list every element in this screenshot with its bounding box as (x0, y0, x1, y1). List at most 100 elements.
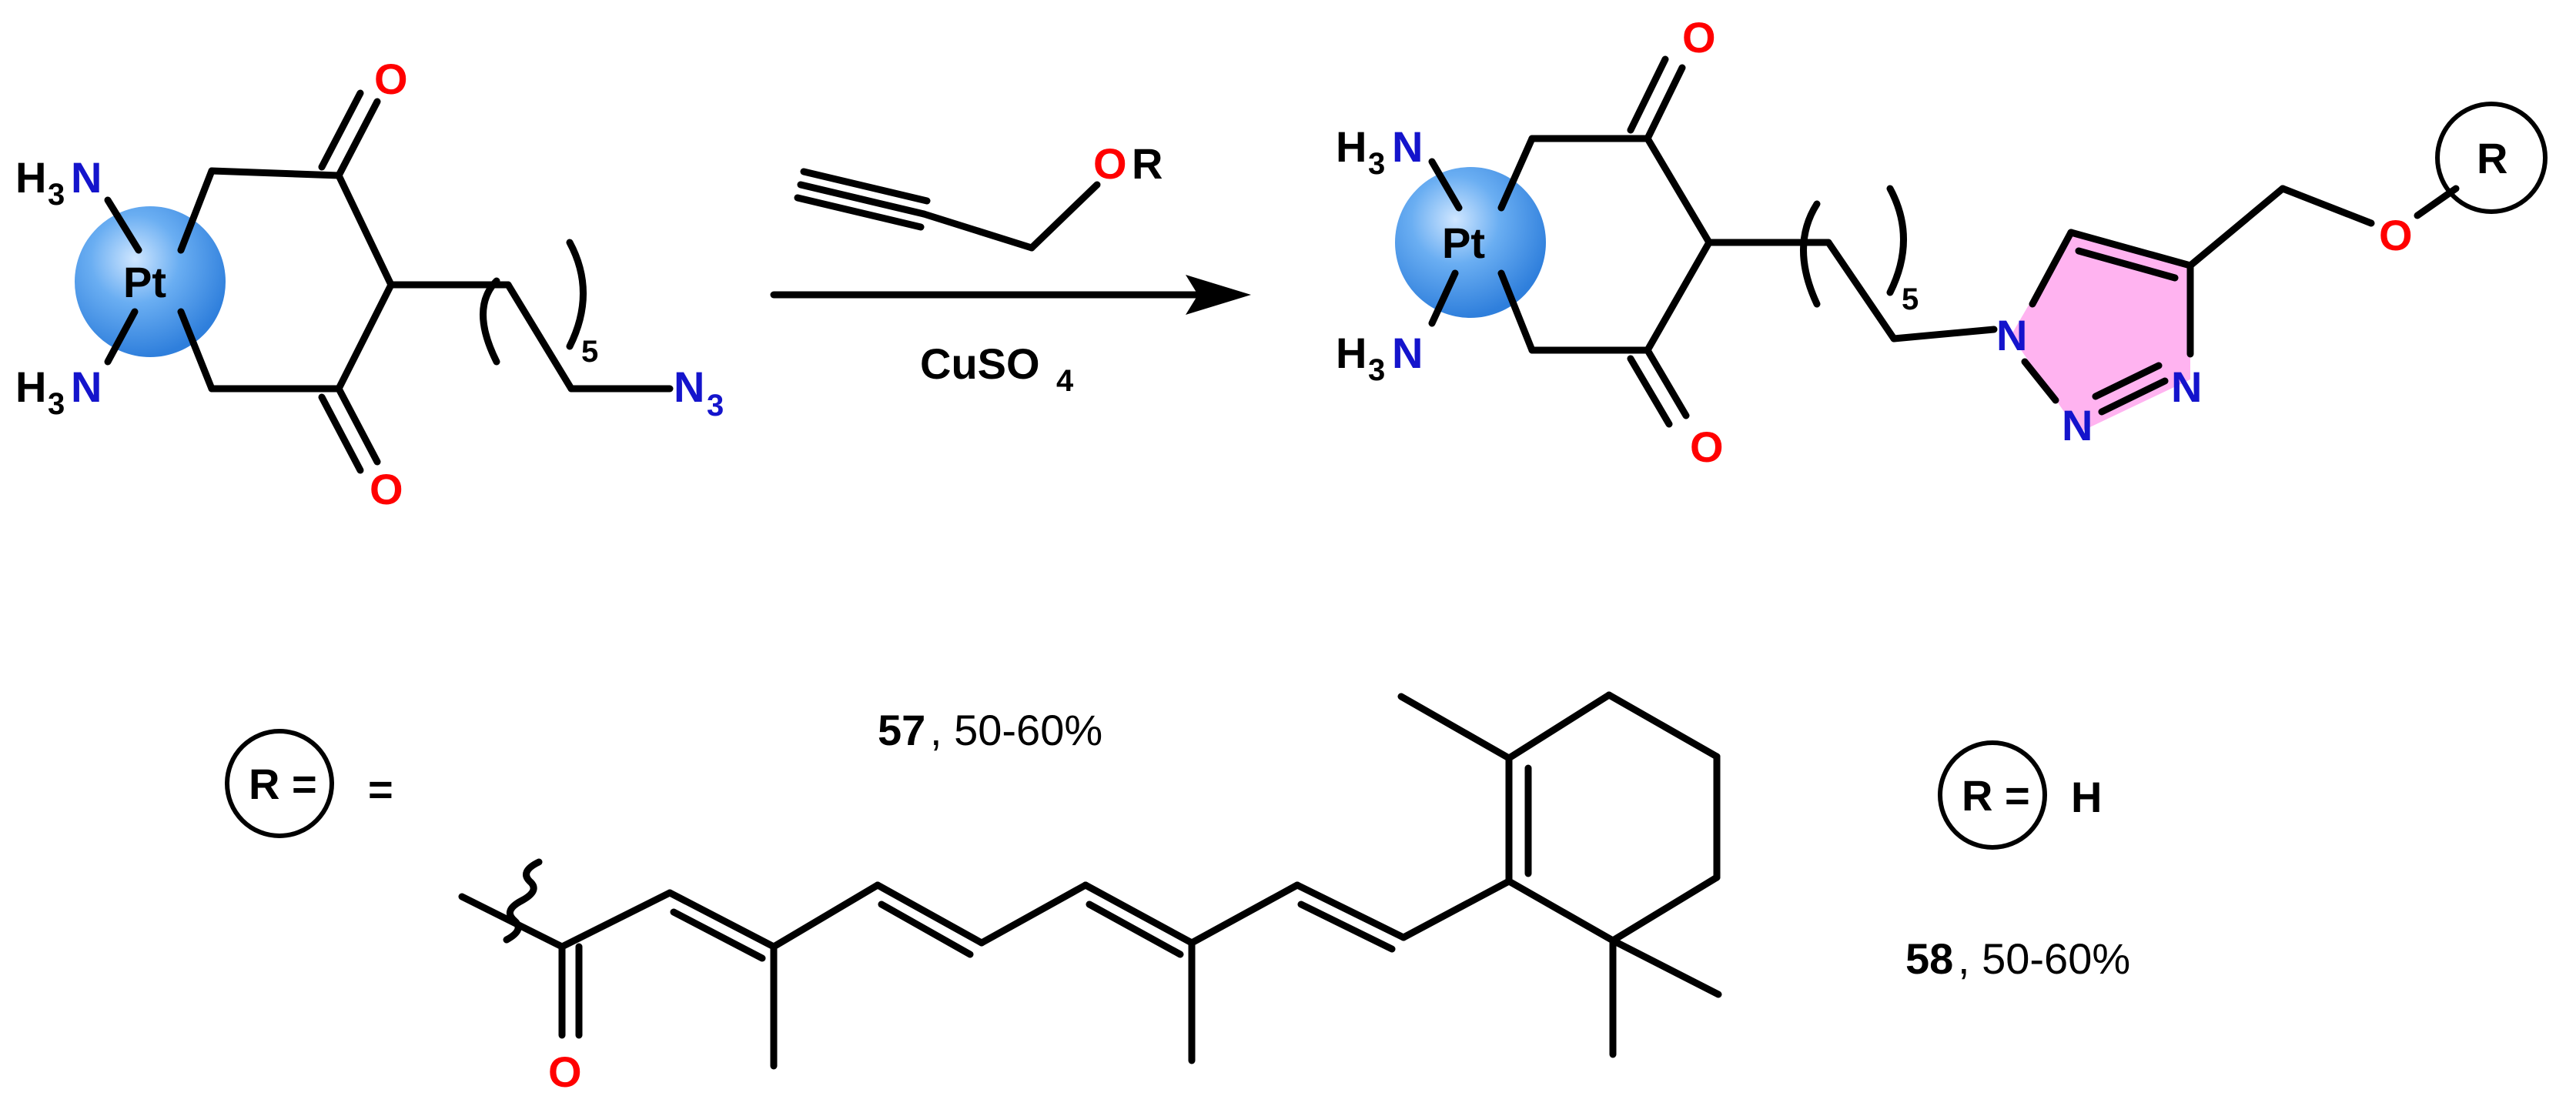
r-label-circle (225, 729, 334, 838)
amine-top-h: H (1336, 122, 1367, 171)
compound-58-yield: , 50-60% (1958, 934, 2130, 983)
bond (335, 98, 381, 179)
platinum-label: Pt (1442, 219, 1485, 267)
bond (2186, 185, 2287, 269)
bond (878, 901, 974, 958)
bond (335, 281, 395, 393)
bond (208, 167, 343, 179)
azide-subscript: 3 (707, 389, 724, 423)
platinum-sphere (75, 206, 226, 357)
bond (177, 308, 216, 393)
bond (874, 881, 985, 947)
catalyst-label: CuSO (920, 339, 1040, 388)
bond (2029, 229, 2075, 308)
carbonyl-oxygen: O (548, 1048, 582, 1096)
equals-sign: = (368, 765, 393, 814)
bond (1086, 901, 1184, 958)
product-structure: H 3 N H 3 N Pt O O 5 N N N O R (1336, 13, 2548, 471)
bond (1605, 691, 1721, 760)
triazole-n1: N (1996, 311, 2027, 359)
bond (1890, 326, 1998, 342)
bond (800, 168, 931, 205)
compound-number-57: 57 (878, 706, 925, 754)
bond (335, 385, 381, 466)
r-definition-57: R = = 57 , 50-60% O (225, 691, 1722, 1096)
repeat-count: 5 (1902, 282, 1919, 316)
triazole-ring-fill (2011, 232, 2190, 433)
triazole-n2: N (2062, 401, 2093, 449)
bond (1082, 881, 1196, 947)
bond (1644, 135, 1713, 246)
bond (794, 194, 925, 231)
amine-top-h: H (15, 153, 46, 202)
bond (504, 281, 575, 393)
bond (978, 881, 1089, 947)
bond (2098, 377, 2169, 416)
bond (458, 893, 566, 951)
bond (2092, 362, 2163, 400)
bond (558, 889, 674, 951)
repeat-bracket-left (1800, 200, 1821, 308)
r-value-h: H (2071, 773, 2102, 821)
ether-oxygen: O (2379, 211, 2413, 259)
bond (1609, 937, 1722, 998)
r-label: R = (1962, 771, 2030, 820)
oxygen-bottom: O (370, 465, 403, 513)
amine-bottom-n: N (1392, 329, 1423, 377)
amine-bottom-n: N (71, 363, 102, 411)
bond (335, 172, 395, 289)
amine-top-n: N (71, 153, 102, 202)
bond (1428, 269, 1459, 327)
reactant-structure: H 3 N H 3 N Pt O O 5 N 3 (15, 55, 724, 513)
bond (1400, 877, 1513, 941)
bond (1627, 355, 1673, 428)
bond (1397, 693, 1513, 762)
bond (770, 881, 882, 951)
compound-number-58: 58 (1905, 934, 1953, 983)
amine-bottom-subscript: 3 (48, 387, 65, 421)
bond (177, 167, 216, 254)
amine-bottom-h: H (15, 363, 46, 411)
platinum-label: Pt (123, 258, 166, 306)
bond (318, 393, 364, 474)
repeat-bracket-left (480, 277, 500, 366)
r-label-circle (1938, 740, 2047, 850)
reagent-oxygen: O (1093, 139, 1127, 188)
bond (920, 210, 1035, 252)
reagent-group: O R CuSO 4 (770, 139, 1251, 398)
platinum-sphere (1395, 167, 1546, 318)
amine-top-subscript: 3 (48, 178, 65, 212)
bond (1825, 239, 1898, 342)
bond (2067, 229, 2194, 269)
bond (1028, 181, 1101, 252)
bond (1609, 874, 1721, 944)
reaction-arrow-head (1186, 275, 1251, 315)
bond (1497, 269, 1536, 354)
compound-57-yield: , 50-60% (930, 706, 1102, 754)
bond (1505, 691, 1613, 762)
catalyst-subscript: 4 (1056, 364, 1074, 398)
bond (1188, 881, 1301, 947)
bond (1644, 239, 1713, 354)
bond (104, 308, 139, 366)
bond (670, 908, 766, 962)
bond (797, 181, 928, 218)
triazole-n3: N (2171, 363, 2202, 411)
r-group-label: R (2477, 134, 2507, 182)
oxygen-top: O (1682, 13, 1716, 62)
amine-bottom-h: H (1336, 329, 1367, 377)
r-label: R = (249, 760, 317, 808)
bond (1293, 881, 1407, 941)
oxygen-bottom: O (1690, 423, 1724, 471)
azide-n: N (674, 363, 704, 411)
bond (2021, 358, 2059, 404)
amine-top-n: N (1392, 122, 1423, 171)
bond (2075, 247, 2179, 282)
amine-top-subscript: 3 (1368, 147, 1385, 181)
r-group-circle (2435, 102, 2548, 214)
bond (2279, 185, 2375, 227)
bond (104, 196, 142, 254)
bond (1297, 901, 1396, 953)
bond (1505, 877, 1617, 944)
